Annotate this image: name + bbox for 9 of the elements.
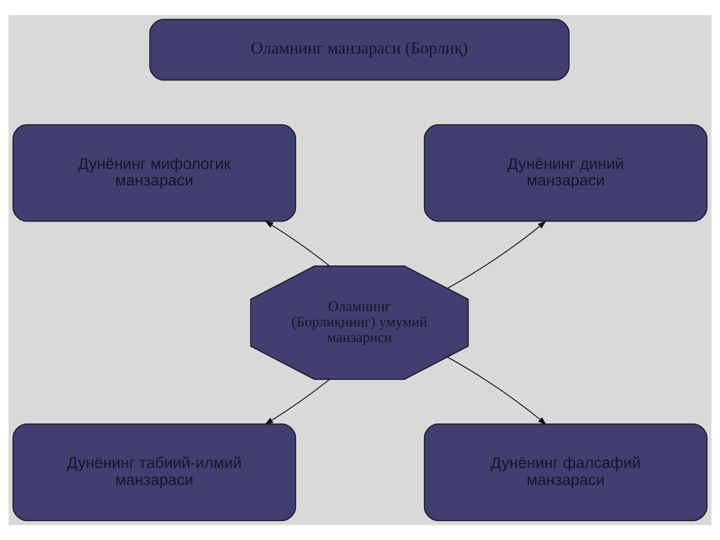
node-box: Дунёнинг табиий-илмий манзараси [12,424,296,522]
node-box: Дунёнинг фалсафий манзараси [424,424,708,522]
arrow [264,220,330,266]
node-box: Дунёнинг мифологик манзараси [12,124,296,222]
node-box: Дунёнинг диний манзараси [424,124,708,222]
arrow [447,356,547,425]
node-box: Оламнинг манзараси (Борлиқ) [149,18,570,81]
arrow [447,220,546,289]
arrow [264,379,330,425]
